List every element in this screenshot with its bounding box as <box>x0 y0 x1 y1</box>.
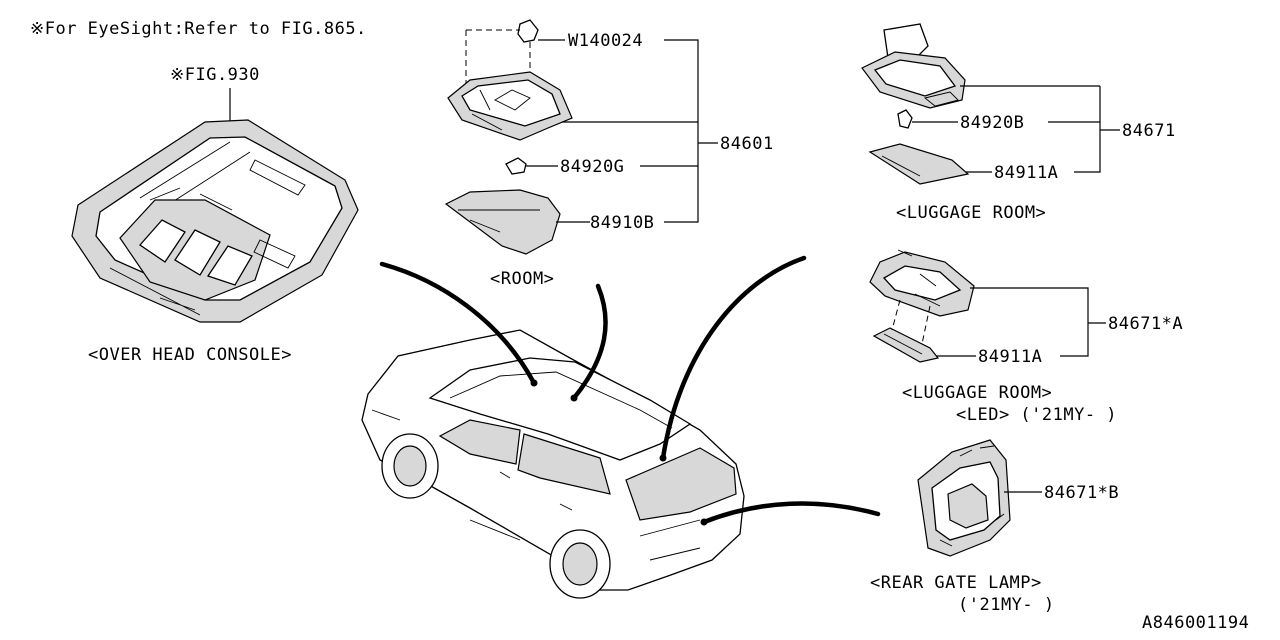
fig-930-reference: ※FIG.930 <box>170 65 260 85</box>
pointer-room-lamp <box>571 283 608 401</box>
vehicle-drawing <box>361 329 745 599</box>
luggage-lamp-drawing <box>861 23 970 185</box>
overhead-console-label: <OVER HEAD CONSOLE> <box>88 345 292 365</box>
rear-gate-lamp-label: <REAR GATE LAMP> <box>870 573 1042 593</box>
part-84671b: 84671*B <box>1044 483 1119 503</box>
part-84671a: 84671*A <box>1108 314 1183 334</box>
part-84920g: 84920G <box>560 157 624 177</box>
pointer-overhead-console <box>379 261 537 386</box>
led-model-year-note: <LED> ('21MY- ) <box>956 405 1117 425</box>
bracket-84671a <box>970 287 1089 357</box>
luggage-room-led-label: <LUGGAGE ROOM> <box>902 383 1052 403</box>
part-84601: 84601 <box>720 134 774 154</box>
part-84911a-led: 84911A <box>978 347 1042 367</box>
room-lamp-drawing <box>444 19 573 255</box>
eyesight-note: ※For EyeSight:Refer to FIG.865. <box>30 19 367 39</box>
overhead-console-drawing <box>71 119 359 323</box>
pointer-rear-gate-lamp <box>701 501 881 525</box>
part-84911a-top: 84911A <box>994 163 1058 183</box>
rear-gate-lamp-drawing <box>917 439 1011 557</box>
diagram-id: A846001194 <box>1142 613 1249 633</box>
part-84920b: 84920B <box>960 113 1024 133</box>
part-84671: 84671 <box>1122 121 1176 141</box>
room-label: <ROOM> <box>490 269 554 289</box>
luggage-led-lamp-drawing <box>869 249 975 363</box>
part-w140024: W140024 <box>568 31 643 51</box>
pointer-luggage-lamp <box>660 255 807 461</box>
bracket-84601 <box>664 39 699 223</box>
bracket-84671 <box>1048 121 1101 173</box>
part-84910b: 84910B <box>590 213 654 233</box>
rear-gate-model-year-note: ('21MY- ) <box>958 595 1055 615</box>
luggage-room-label: <LUGGAGE ROOM> <box>896 203 1046 223</box>
